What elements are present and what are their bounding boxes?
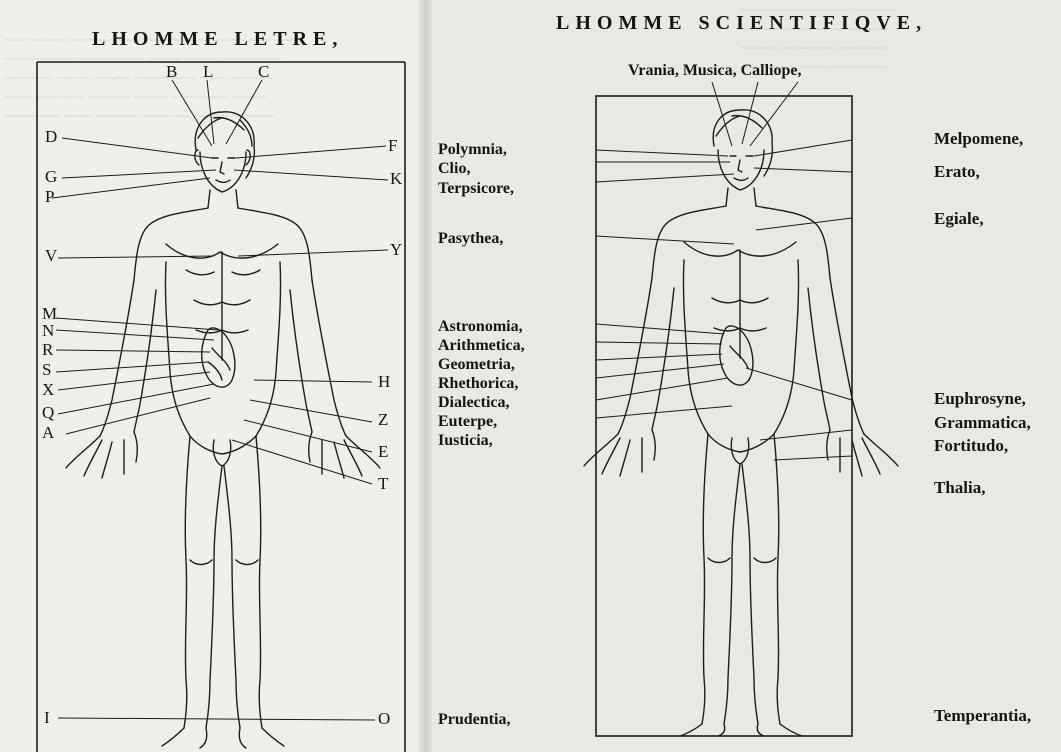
letter-label-C: C [258,62,269,82]
letter-label-R: R [42,340,53,360]
letter-label-Z: Z [378,410,388,430]
art-label-geometria: Geometria, [438,356,515,374]
letter-label-Y: Y [390,240,402,260]
top-muse-labels: Vrania, Musica, Calliope, [628,62,801,80]
letter-label-V: V [45,246,57,266]
letter-label-I: I [44,708,50,728]
letter-label-S: S [42,360,51,380]
muse-label-euterpe: Euterpe, [438,413,497,431]
right-leader-lines [596,82,852,460]
letter-label-T: T [378,474,388,494]
letter-label-O: O [378,709,390,729]
letter-label-X: X [42,380,54,400]
left-leader-lines [52,80,388,720]
letter-label-E: E [378,442,388,462]
grace-label-euphrosyne: Euphrosyne, [934,389,1026,409]
letter-label-A: A [42,423,54,443]
virtue-label-iusticia: Iusticia, [438,432,493,450]
muse-label-erato: Erato, [934,162,980,182]
letter-label-P: P [45,187,54,207]
grace-label-egiale: Egiale, [934,209,984,229]
left-human-figure [66,112,380,748]
left-page-title: LHOMME LETRE, [92,28,343,51]
virtue-label-temperantia: Temperantia, [934,706,1031,726]
muse-label-polymnia: Polymnia, [438,141,507,159]
letter-label-N: N [42,321,54,341]
letter-label-H: H [378,372,390,392]
right-page-title: LHOMME SCIENTIFIQVE, [556,12,927,35]
right-frame [596,96,852,736]
art-label-dialectica: Dialectica, [438,394,510,412]
art-label-rhethorica: Rhethorica, [438,375,518,393]
muse-label-melpomene: Melpomene, [934,129,1023,149]
art-label-arithmetica: Arithmetica, [438,337,525,355]
letter-label-K: K [390,169,402,189]
art-label-astronomia: Astronomia, [438,318,523,336]
virtue-label-fortitudo: Fortitudo, [934,436,1008,456]
grace-label-pasythea: Pasythea, [438,230,503,248]
letter-label-B: B [166,62,177,82]
muse-label-clio: Clio, [438,160,470,178]
right-human-figure [584,110,898,736]
letter-label-D: D [45,127,57,147]
letter-label-L: L [203,62,213,82]
muse-label-thalia: Thalia, [934,478,986,498]
virtue-label-prudentia: Prudentia, [438,711,510,729]
muse-label-terpsicore: Terpsicore, [438,180,514,198]
letter-label-G: G [45,167,57,187]
letter-label-Q: Q [42,403,54,423]
art-label-grammatica: Grammatica, [934,413,1031,433]
letter-label-F: F [388,136,397,156]
